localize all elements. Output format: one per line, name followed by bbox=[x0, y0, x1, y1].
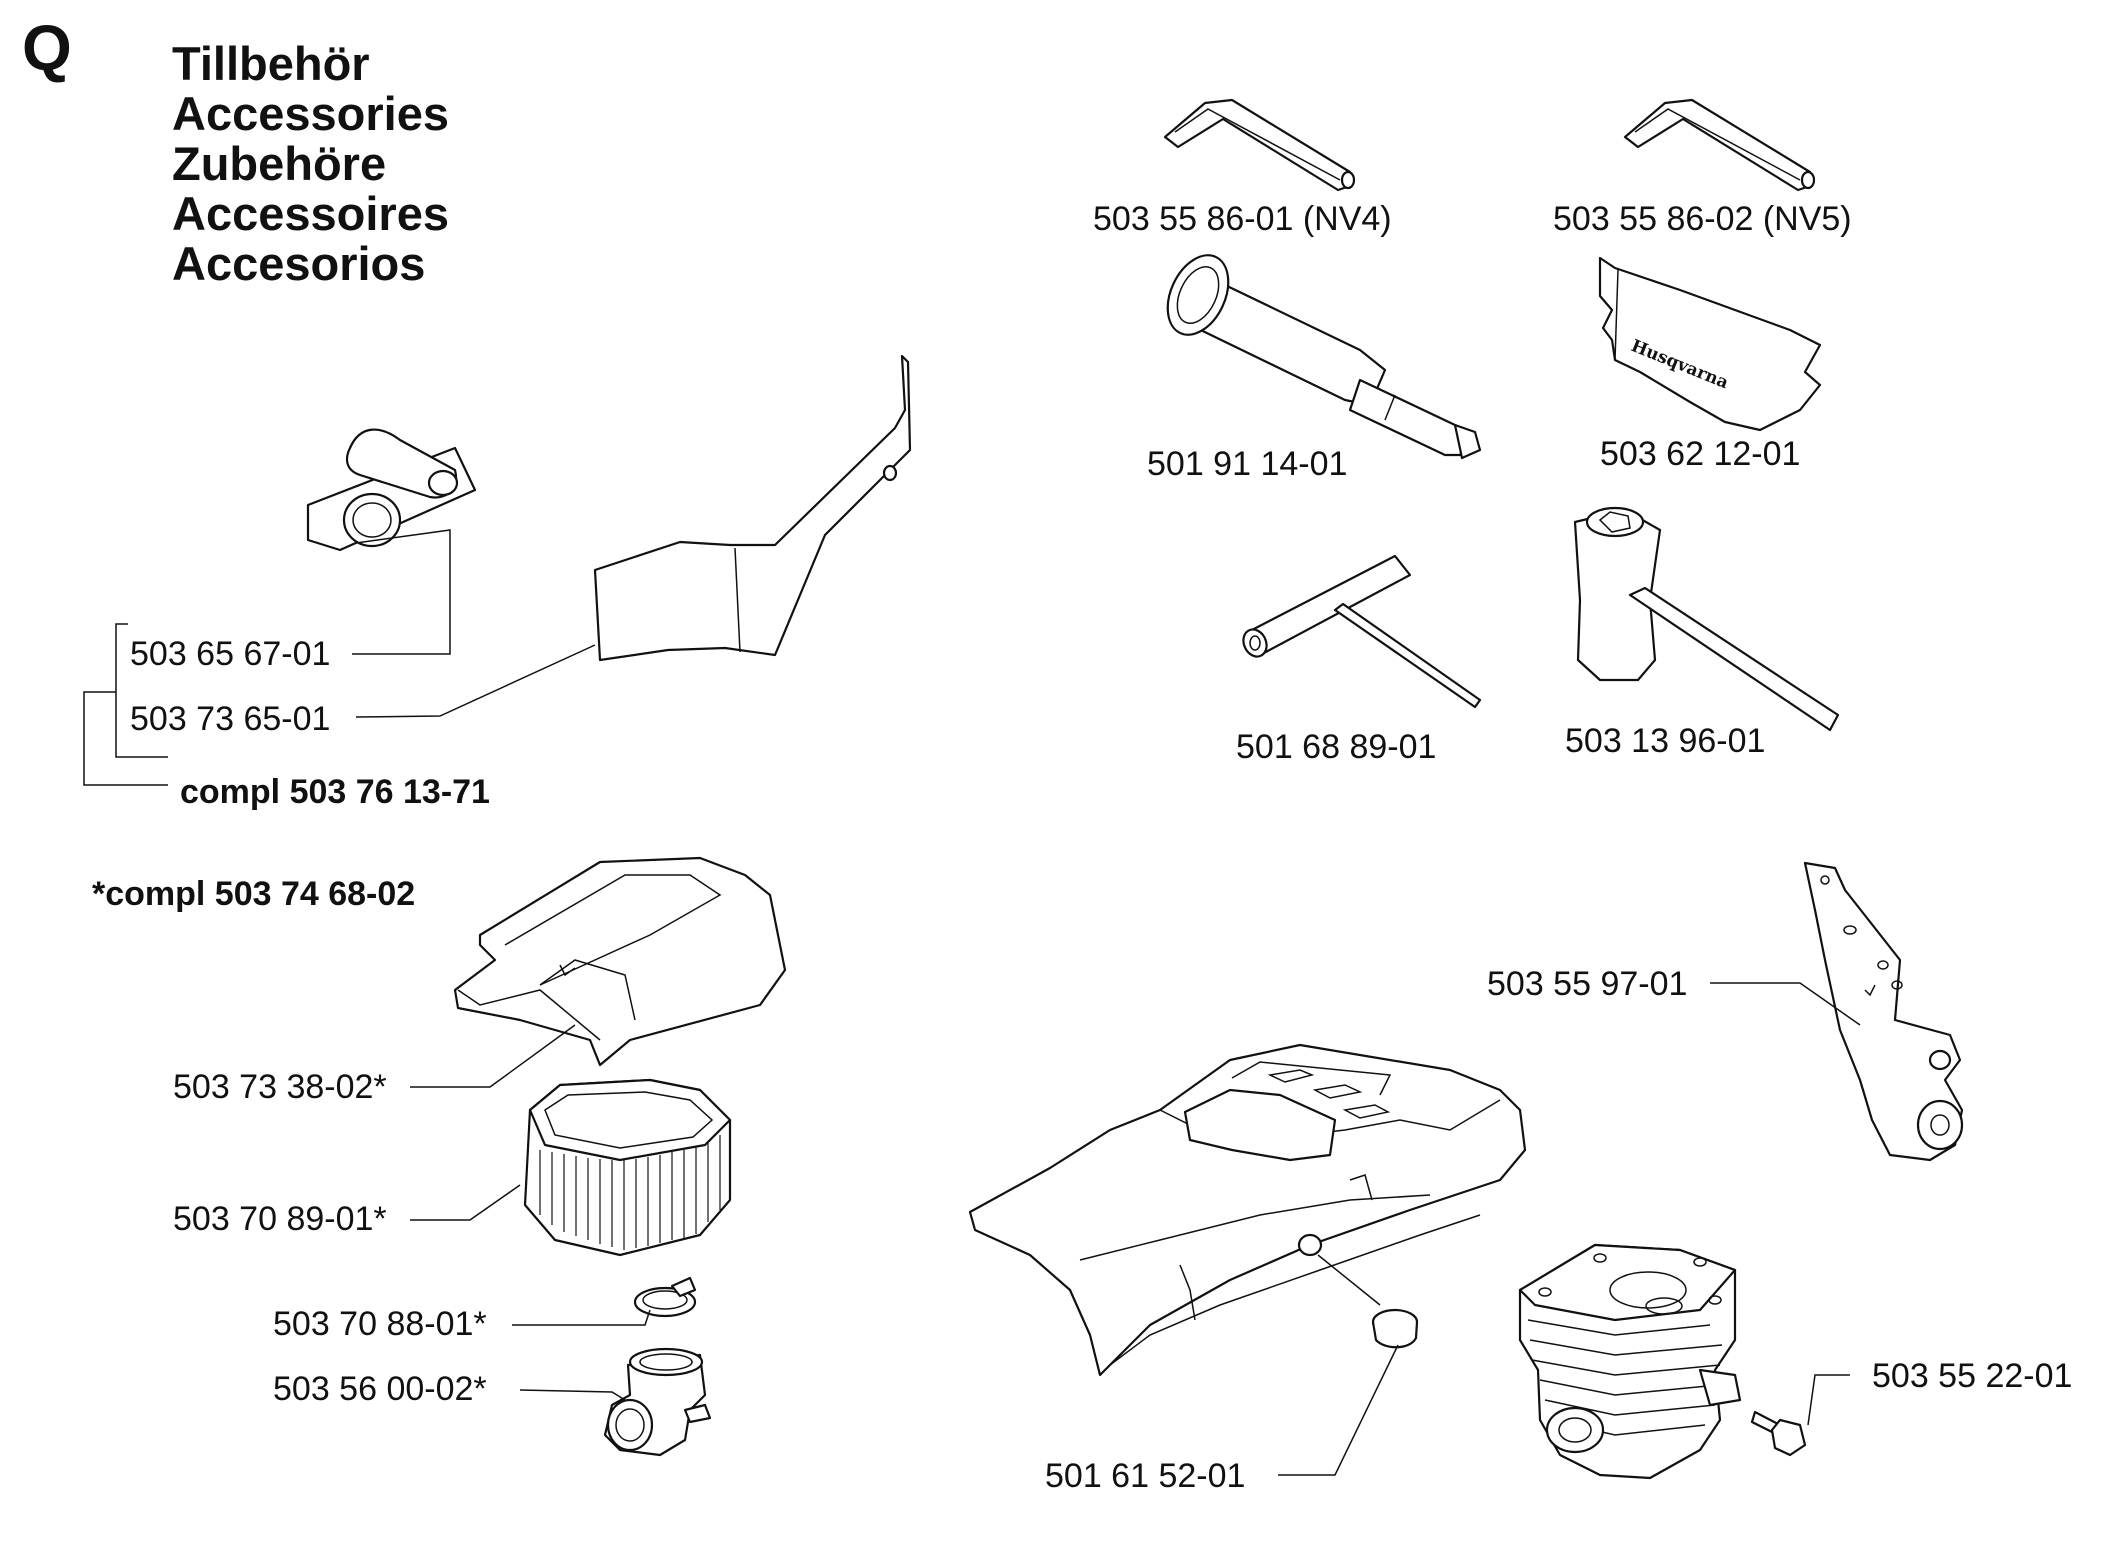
label-deflector-compl: compl 503 76 13-71 bbox=[180, 773, 490, 811]
leader-rubber-plug bbox=[1317, 1254, 1381, 1306]
label-deflector-plate: 503 73 65-01 bbox=[130, 700, 330, 738]
label-intake-manifold: 503 56 00-02* bbox=[273, 1370, 487, 1408]
intake-manifold-drawing bbox=[603, 1347, 712, 1457]
leader-air-filter bbox=[410, 1184, 521, 1221]
leader-cylinder-screw bbox=[1807, 1374, 1850, 1426]
shutter-plate-drawing bbox=[306, 428, 477, 552]
title-german: Zubehöre bbox=[172, 137, 386, 190]
bar-cover-drawing: Husqvarna bbox=[1598, 256, 1822, 432]
label-hex-key-nv4: 503 55 86-01 (NV4) bbox=[1093, 200, 1392, 238]
label-hose-clamp: 503 70 88-01* bbox=[273, 1305, 487, 1343]
leader-hose-clamp bbox=[512, 1309, 651, 1326]
label-filter-kit-compl: *compl 503 74 68-02 bbox=[92, 875, 415, 913]
cylinder-cover-plate-drawing bbox=[1803, 861, 1964, 1162]
cylinder-screw-drawing bbox=[1750, 1410, 1807, 1457]
label-bar-cover: 503 62 12-01 bbox=[1600, 435, 1800, 473]
label-t-wrench: 501 68 89-01 bbox=[1236, 728, 1436, 766]
label-cylinder-screw: 503 55 22-01 bbox=[1872, 1357, 2072, 1395]
cylinder-drawing bbox=[1518, 1243, 1742, 1480]
label-grease-gun: 501 91 14-01 bbox=[1147, 445, 1347, 483]
title-spanish: Accesorios bbox=[172, 237, 425, 290]
label-combi-wrench: 503 13 96-01 bbox=[1565, 722, 1765, 760]
label-hex-key-nv5: 503 55 86-02 (NV5) bbox=[1553, 200, 1852, 238]
deflector-plate-drawing bbox=[593, 354, 912, 662]
air-filter-drawing bbox=[523, 1078, 732, 1257]
leader-intake-manifold bbox=[519, 1389, 626, 1401]
label-shutter-plate: 503 65 67-01 bbox=[130, 635, 330, 673]
bracket-lines-top-left bbox=[83, 529, 596, 786]
t-wrench-drawing bbox=[1242, 554, 1482, 709]
hex-key-nv4-drawing bbox=[1163, 98, 1356, 192]
label-filter-cover: 503 73 38-02* bbox=[173, 1068, 387, 1106]
title-english: Accessories bbox=[172, 87, 449, 140]
combi-wrench-drawing bbox=[1573, 506, 1840, 732]
hose-clamp-drawing bbox=[633, 1276, 697, 1318]
leader-rubber-plug-label bbox=[1278, 1344, 1399, 1476]
grease-gun-drawing bbox=[1166, 254, 1482, 460]
leader-filter-cover bbox=[410, 1024, 576, 1088]
hex-key-nv5-drawing bbox=[1623, 98, 1816, 192]
title-swedish: Tillbehör bbox=[172, 37, 370, 90]
cylinder-cover-drawing bbox=[968, 1043, 1527, 1377]
filter-cover-drawing bbox=[453, 856, 787, 1067]
label-air-filter: 503 70 89-01* bbox=[173, 1200, 387, 1238]
label-cylinder-cover-plate: 503 55 97-01 bbox=[1487, 965, 1687, 1003]
leader-cylinder-cover-plate bbox=[1710, 982, 1861, 1026]
section-letter: Q bbox=[22, 12, 72, 84]
title-french: Accessoires bbox=[172, 187, 449, 240]
label-rubber-plug: 501 61 52-01 bbox=[1045, 1457, 1245, 1495]
rubber-plug-drawing bbox=[1371, 1308, 1419, 1349]
